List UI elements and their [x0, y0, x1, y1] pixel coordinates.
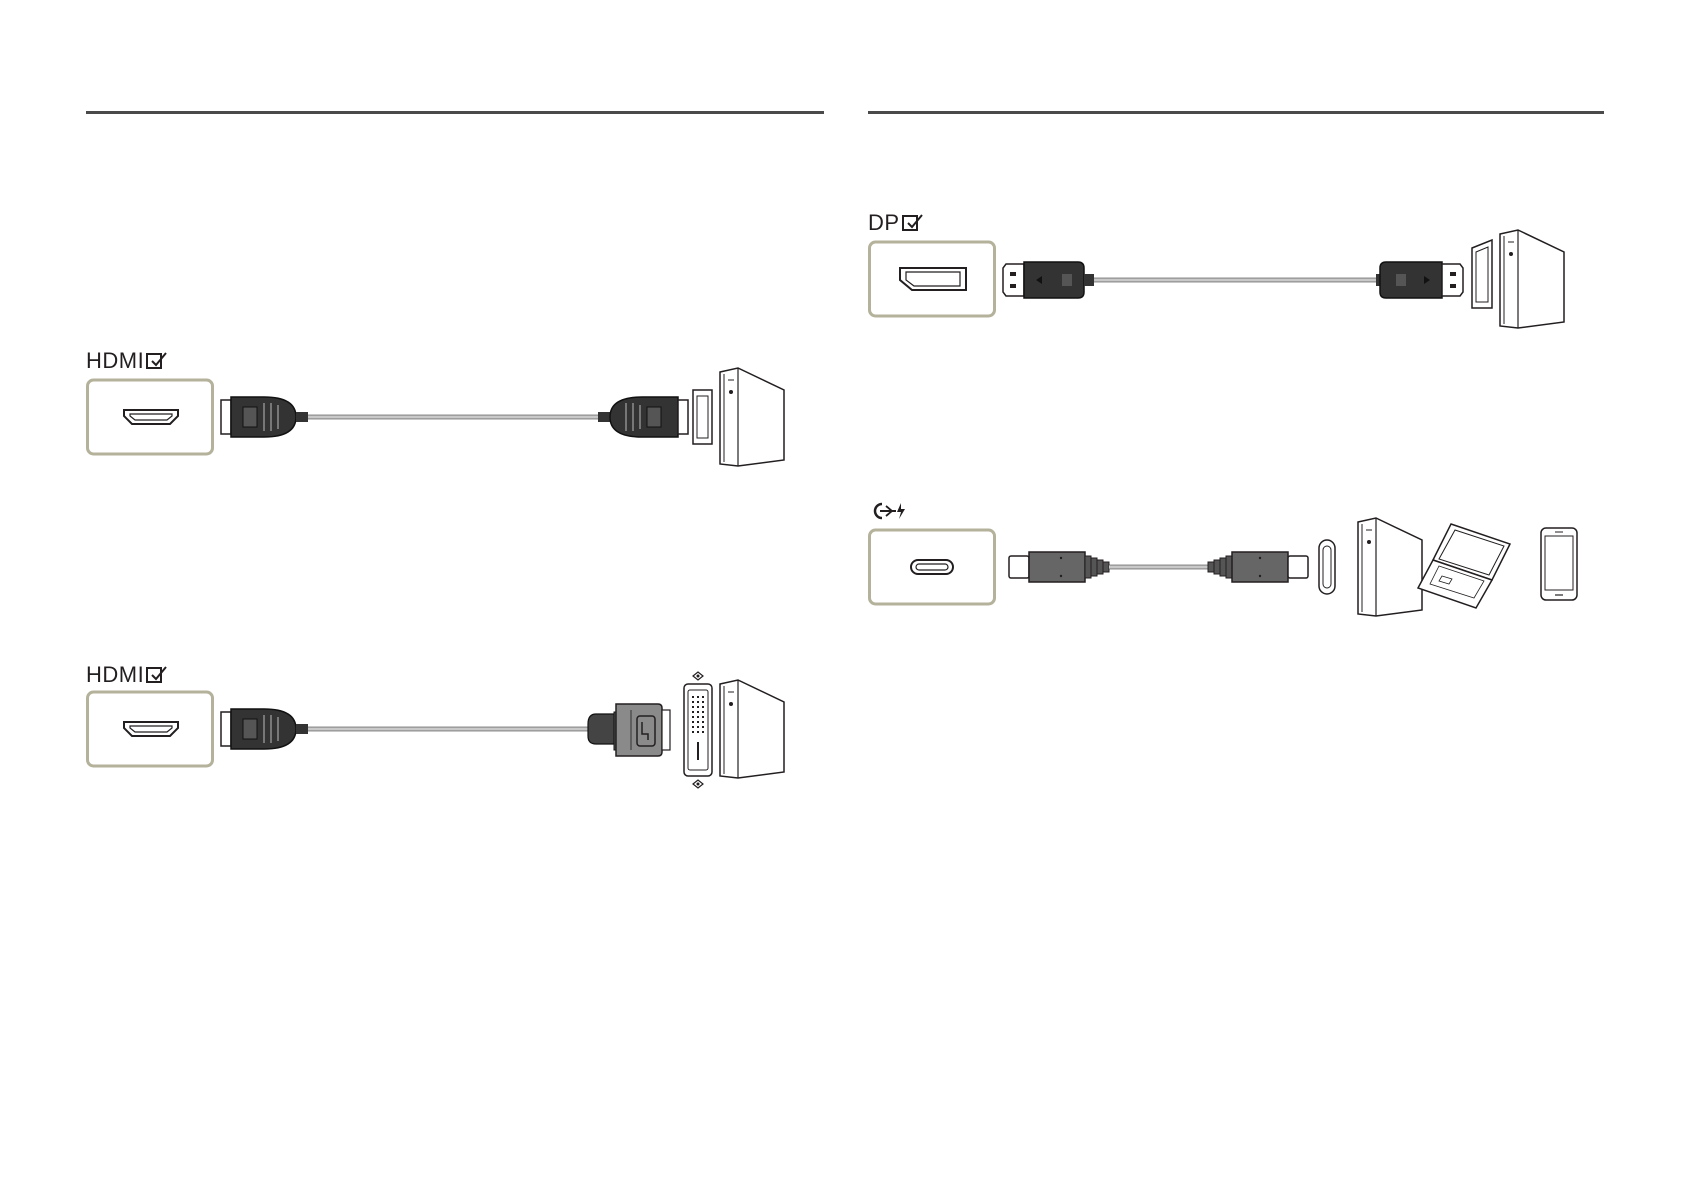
pc-tower-icon: [1358, 518, 1422, 616]
hdmi-to-dvi-cable-icon: [221, 704, 670, 756]
hdmi-port-icon: [88, 692, 213, 766]
usb-c-port-icon: [870, 530, 995, 604]
dvi-receptacle-icon: [684, 672, 712, 788]
displayport-diagram: [868, 222, 1608, 342]
pc-tower-icon: [720, 368, 784, 466]
laptop-icon: [1418, 524, 1510, 608]
smartphone-icon: [1541, 528, 1577, 600]
right-section-rule: [868, 111, 1604, 114]
usb-c-cable-icon: [1009, 552, 1308, 582]
displayport-cable-icon: [1003, 262, 1463, 298]
displayport-receptacle-icon: [1472, 240, 1492, 308]
hdmi-to-hdmi-diagram: [86, 360, 826, 480]
usb-c-diagram: [868, 514, 1608, 634]
usb-c-receptacle-icon: [1319, 540, 1335, 594]
displayport-port-icon: [870, 242, 995, 316]
hdmi-to-dvi-diagram: [86, 664, 826, 794]
left-section-rule: [86, 111, 824, 114]
pc-tower-icon: [720, 680, 784, 778]
hdmi-receptacle-icon: [693, 390, 712, 444]
hdmi-cable-icon: [221, 397, 688, 437]
pc-tower-icon: [1500, 230, 1564, 328]
hdmi-port-icon: [88, 380, 213, 454]
